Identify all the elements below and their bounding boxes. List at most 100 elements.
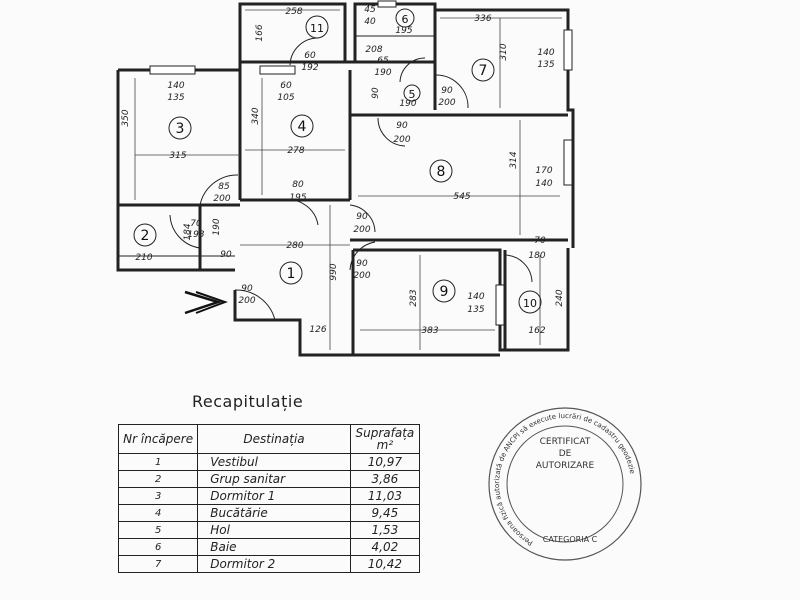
svg-text:90: 90 — [356, 212, 368, 222]
svg-text:283: 283 — [409, 289, 419, 306]
svg-text:4: 4 — [298, 119, 307, 135]
misc-dimensions: 208 90 90 190 — [212, 45, 383, 260]
entrance-arrow — [184, 290, 228, 315]
svg-text:340: 340 — [251, 107, 261, 124]
svg-text:208: 208 — [365, 45, 382, 55]
svg-text:140: 140 — [167, 81, 184, 91]
svg-text:180: 180 — [528, 251, 545, 261]
svg-text:140: 140 — [535, 179, 552, 189]
svg-text:70: 70 — [190, 219, 202, 229]
svg-text:5: 5 — [409, 88, 416, 101]
svg-text:195: 195 — [289, 193, 306, 203]
svg-text:70: 70 — [534, 236, 546, 246]
svg-text:190: 190 — [374, 68, 391, 78]
svg-text:184: 184 — [183, 223, 193, 240]
svg-text:90: 90 — [371, 87, 381, 99]
room-4-marker: 4 — [290, 114, 314, 138]
svg-text:90: 90 — [220, 250, 232, 260]
door-swings — [169, 37, 533, 321]
svg-text:200: 200 — [353, 271, 370, 281]
svg-text:193: 193 — [187, 230, 204, 240]
svg-text:85: 85 — [218, 182, 230, 192]
svg-text:Persoana fizică autorizată de: Persoana fizică autorizată de ANCPI să e… — [493, 412, 636, 547]
svg-text:210: 210 — [135, 253, 152, 263]
room-markers: 1 2 3 4 5 6 7 8 9 10 11 — [133, 8, 542, 314]
svg-text:192: 192 — [301, 63, 318, 73]
svg-text:90: 90 — [396, 121, 408, 131]
stamp-line-2: DE — [559, 449, 572, 459]
svg-text:40: 40 — [364, 17, 376, 27]
room-7-marker: 7 — [471, 58, 495, 82]
col-dest-header: Destinația — [197, 424, 351, 454]
svg-text:166: 166 — [255, 24, 265, 41]
svg-text:90: 90 — [441, 86, 453, 96]
room-11-marker: 11 — [305, 15, 329, 39]
stamp-line-3: AUTORIZARE — [536, 461, 595, 471]
svg-text:2: 2 — [141, 228, 150, 244]
svg-text:240: 240 — [555, 289, 565, 306]
svg-text:60: 60 — [304, 51, 316, 61]
recap-title: Recapitulație — [192, 392, 304, 411]
svg-text:200: 200 — [238, 296, 255, 306]
svg-text:278: 278 — [287, 146, 304, 156]
svg-text:280: 280 — [286, 241, 303, 251]
walls — [116, 2, 575, 357]
svg-text:200: 200 — [438, 98, 455, 108]
col-area-header: Suprafața m² — [349, 424, 421, 454]
svg-text:10: 10 — [523, 297, 537, 310]
svg-text:80: 80 — [292, 180, 304, 190]
svg-text:383: 383 — [421, 326, 438, 336]
svg-text:90: 90 — [356, 259, 368, 269]
svg-text:190: 190 — [212, 218, 222, 235]
svg-text:90: 90 — [241, 284, 253, 294]
dimension-lines — [134, 9, 562, 350]
svg-text:200: 200 — [353, 225, 370, 235]
room-6-marker: 6 — [395, 8, 415, 28]
room-10-marker: 10 — [518, 290, 542, 314]
svg-text:135: 135 — [467, 305, 484, 315]
svg-text:315: 315 — [169, 151, 186, 161]
room-3-marker: 3 — [168, 116, 192, 140]
door-dimensions: 60 192 65 190 90 200 90 200 85 200 80 19… — [187, 51, 546, 306]
svg-text:9: 9 — [440, 284, 449, 300]
svg-text:350: 350 — [121, 109, 131, 126]
svg-text:140: 140 — [467, 292, 484, 302]
stamp-line-1: CERTIFICAT — [540, 437, 591, 447]
svg-text:6: 6 — [402, 13, 409, 26]
room-9-marker: 9 — [432, 279, 456, 303]
svg-text:195: 195 — [395, 26, 412, 36]
room-5-marker: 5 — [403, 84, 421, 102]
svg-text:258: 258 — [285, 7, 302, 17]
svg-text:135: 135 — [537, 60, 554, 70]
svg-text:11: 11 — [310, 22, 324, 35]
svg-text:140: 140 — [537, 48, 554, 58]
svg-text:1: 1 — [287, 266, 296, 282]
svg-text:200: 200 — [393, 135, 410, 145]
svg-text:170: 170 — [535, 166, 552, 176]
svg-text:314: 314 — [509, 151, 519, 168]
col-nr-header: Nr încăpere — [117, 424, 199, 454]
stamp-ring-text: Persoana fizică autorizată de ANCPI să e… — [493, 412, 636, 547]
room-dimensions: 280 990 126 210 184 350 315 140 135 340 … — [121, 5, 565, 336]
room-2-marker: 2 — [133, 223, 157, 247]
stamp-category: CATEGORIA C — [543, 535, 598, 544]
svg-text:135: 135 — [167, 93, 184, 103]
svg-text:45: 45 — [364, 5, 376, 15]
svg-text:990: 990 — [329, 263, 339, 280]
svg-text:8: 8 — [437, 164, 446, 180]
svg-text:336: 336 — [474, 14, 491, 24]
svg-text:162: 162 — [528, 326, 545, 336]
svg-text:60: 60 — [280, 81, 292, 91]
svg-text:126: 126 — [309, 325, 326, 335]
room-8-marker: 8 — [429, 159, 453, 183]
svg-text:7: 7 — [479, 63, 488, 79]
svg-text:545: 545 — [453, 192, 470, 202]
svg-text:310: 310 — [499, 43, 509, 60]
